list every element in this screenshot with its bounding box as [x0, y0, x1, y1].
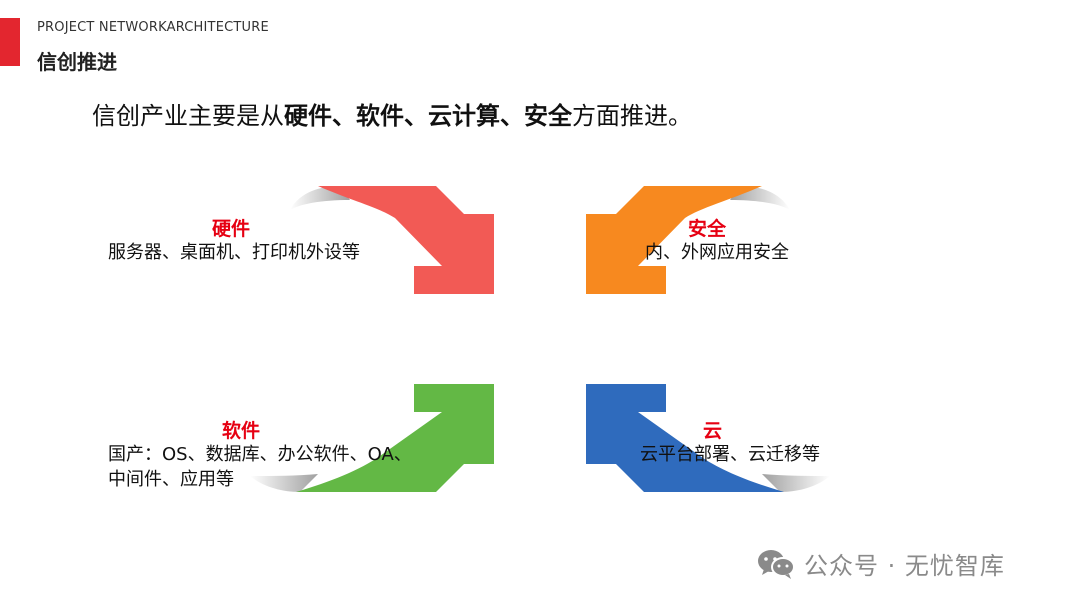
wechat-icon: [758, 549, 795, 579]
hardware-arrow: [290, 186, 494, 294]
intro-sep1: 、: [332, 102, 356, 130]
intro-sep2: 、: [404, 102, 428, 130]
cloud-arrow-shadow: [762, 474, 830, 492]
software-desc-line1: 国产：OS、数据库、办公软件、OA、: [108, 444, 412, 465]
cloud-title: 云: [703, 420, 723, 442]
cloud-desc: 云平台部署、云迁移等: [640, 444, 820, 465]
software-desc-line2: 中间件、应用等: [108, 469, 234, 490]
hardware-arrow-body: [318, 186, 494, 294]
hardware-title: 硬件: [212, 218, 251, 240]
security-arrow: [586, 186, 790, 294]
intro-cloud: 云计算: [428, 102, 500, 130]
software-title: 软件: [222, 420, 261, 442]
header-subtitle: PROJECT NETWORKARCHITECTURE: [37, 20, 269, 35]
security-desc: 内、外网应用安全: [645, 242, 789, 263]
intro-hardware: 硬件: [284, 102, 332, 130]
cloud-arrow-body: [586, 384, 784, 492]
hardware-desc: 服务器、桌面机、打印机外设等: [108, 242, 360, 263]
software-arrow: [250, 384, 494, 492]
intro-software: 软件: [356, 102, 404, 130]
intro-prefix: 信创产业主要是从: [92, 102, 284, 130]
security-arrow-body: [586, 186, 762, 294]
watermark: 公众号 · 无忧智库: [756, 546, 1005, 581]
cloud-arrow: [586, 384, 830, 492]
intro-sentence: 信创产业主要是从硬件、软件、云计算、安全方面推进。: [92, 96, 692, 131]
watermark-text: 公众号 · 无忧智库: [804, 552, 1005, 580]
accent-bar: [0, 18, 20, 66]
intro-sep3: 、: [500, 102, 524, 130]
security-title: 安全: [688, 218, 727, 240]
header-title: 信创推进: [37, 50, 117, 74]
intro-security: 安全: [524, 102, 572, 130]
software-arrow-body: [296, 384, 494, 492]
intro-suffix: 方面推进。: [572, 102, 692, 130]
software-arrow-shadow: [250, 474, 318, 492]
